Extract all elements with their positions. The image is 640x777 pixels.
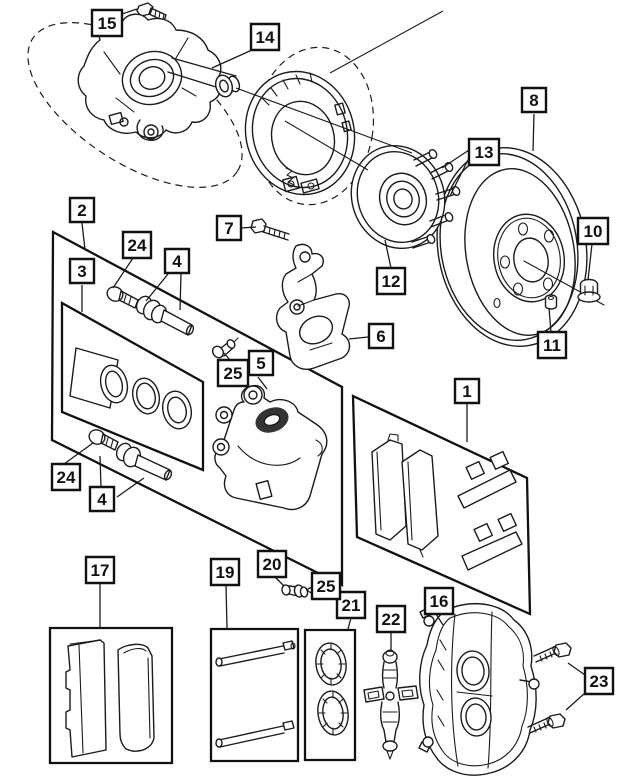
callout-20[interactable]: 20 bbox=[258, 551, 286, 577]
callout-21-label: 21 bbox=[342, 596, 361, 615]
callout-8[interactable]: 8 bbox=[522, 88, 546, 112]
callout-25a[interactable]: 25 bbox=[218, 360, 248, 386]
callout-24a-label: 24 bbox=[128, 236, 147, 255]
callout-22[interactable]: 22 bbox=[377, 606, 405, 632]
callout-4a[interactable]: 4 bbox=[165, 249, 189, 273]
callout-6-label: 6 bbox=[376, 327, 385, 346]
callout-7-label: 7 bbox=[224, 219, 233, 238]
callout-24b[interactable]: 24 bbox=[52, 464, 80, 490]
callout-12-label: 12 bbox=[382, 272, 401, 291]
callout-5-label: 5 bbox=[256, 354, 265, 373]
callout-6[interactable]: 6 bbox=[369, 324, 393, 348]
knuckle-assembly-drawing bbox=[78, 3, 241, 140]
callout-11-label: 11 bbox=[543, 336, 561, 355]
hub-bearing-drawing bbox=[337, 132, 461, 261]
callout-4b[interactable]: 4 bbox=[90, 487, 114, 511]
callout-14[interactable]: 14 bbox=[251, 24, 279, 50]
caliper-hardware-kit-drawing bbox=[70, 284, 238, 481]
callout-23-label: 23 bbox=[590, 672, 609, 691]
anti-rattle-clip-drawing bbox=[364, 650, 418, 759]
callout-4b-label: 4 bbox=[97, 490, 107, 509]
callout-1-label: 1 bbox=[462, 382, 471, 401]
brake-pad-kit-drawing bbox=[372, 434, 522, 570]
leader-lines bbox=[64, 9, 592, 710]
callout-4a-label: 4 bbox=[172, 252, 182, 271]
callout-25a-label: 25 bbox=[224, 364, 243, 383]
callout-14-label: 14 bbox=[256, 28, 275, 47]
caliper-housing-drawing bbox=[213, 386, 327, 510]
callout-19[interactable]: 19 bbox=[211, 559, 239, 585]
callout-2[interactable]: 2 bbox=[70, 198, 94, 222]
callout-13[interactable]: 13 bbox=[469, 139, 499, 165]
bleeder-screw-drawing bbox=[281, 584, 311, 597]
adapter-bolt-drawing bbox=[251, 219, 289, 240]
callout-24b-label: 24 bbox=[57, 468, 76, 487]
callout-13-label: 13 bbox=[475, 143, 494, 162]
pin-set-drawing bbox=[216, 641, 295, 747]
performance-caliper-drawing bbox=[419, 604, 539, 775]
callout-17-label: 17 bbox=[91, 561, 110, 580]
callout-15-label: 15 bbox=[98, 14, 117, 33]
callout-2-label: 2 bbox=[77, 201, 86, 220]
callout-8-label: 8 bbox=[529, 91, 538, 110]
callout-15[interactable]: 15 bbox=[92, 10, 122, 36]
callout-17[interactable]: 17 bbox=[86, 557, 114, 583]
callout-16[interactable]: 16 bbox=[425, 588, 453, 614]
callout-19-label: 19 bbox=[216, 563, 235, 582]
callout-3-label: 3 bbox=[77, 262, 86, 281]
callout-25b[interactable]: 25 bbox=[312, 573, 340, 599]
callout-10-label: 10 bbox=[584, 222, 603, 241]
retainer-nut-drawing bbox=[546, 295, 557, 309]
callout-25b-label: 25 bbox=[317, 577, 336, 596]
caliper-bolts-drawing bbox=[528, 643, 571, 733]
callout-20-label: 20 bbox=[263, 555, 282, 574]
callout-24a[interactable]: 24 bbox=[123, 232, 151, 258]
callout-23[interactable]: 23 bbox=[585, 668, 613, 694]
callout-7[interactable]: 7 bbox=[217, 216, 241, 240]
callout-11[interactable]: 11 bbox=[538, 332, 566, 358]
callout-3[interactable]: 3 bbox=[70, 259, 94, 283]
projection-lines bbox=[236, 11, 443, 170]
callout-22-label: 22 bbox=[382, 610, 401, 629]
pad-set-drawing bbox=[66, 640, 154, 757]
parking-brake-shoes-drawing bbox=[232, 59, 368, 207]
callout-21[interactable]: 21 bbox=[337, 592, 365, 618]
callout-16-label: 16 bbox=[430, 592, 449, 611]
callout-12[interactable]: 12 bbox=[377, 268, 405, 294]
lug-nut-drawing bbox=[578, 280, 600, 303]
callout-1[interactable]: 1 bbox=[455, 379, 479, 403]
seal-set-drawing bbox=[313, 641, 351, 737]
callout-5[interactable]: 5 bbox=[249, 351, 273, 375]
callout-10[interactable]: 10 bbox=[578, 218, 608, 244]
caliper-adapter-drawing bbox=[277, 244, 350, 369]
piston-seal-kit-box-outline bbox=[62, 303, 203, 470]
